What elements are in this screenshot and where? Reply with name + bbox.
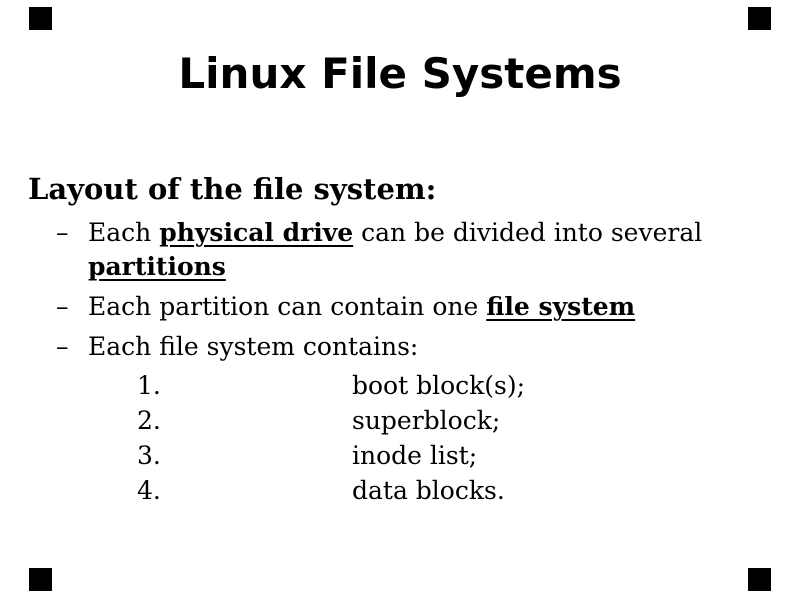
bullet-text: Each partition can contain one file syst… [88, 290, 736, 324]
bullet-item-physical-drive: – Each physical drive can be divided int… [56, 216, 736, 284]
bullet-text: Each physical drive can be divided into … [88, 216, 736, 284]
list-item-number: 4. [137, 476, 161, 505]
emphasized-term: physical drive [159, 218, 354, 247]
list-item: 1. boot block(s); [137, 368, 525, 403]
numbered-list: 1. boot block(s); 2. superblock; 3. inod… [137, 368, 525, 508]
bullet-text-run: Each file system contains: [88, 332, 419, 361]
corner-marker-top-left [29, 7, 52, 30]
bullet-text: Each file system contains: [88, 330, 736, 364]
list-item: 4. data blocks. [137, 473, 525, 508]
list-item: 2. superblock; [137, 403, 525, 438]
list-item: 3. inode list; [137, 438, 525, 473]
list-item-text: boot block(s); [352, 371, 526, 400]
list-item-number: 2. [137, 406, 161, 435]
list-item-number: 1. [137, 371, 161, 400]
slide-title: Linux File Systems [178, 49, 622, 98]
section-heading: Layout of the file system: [28, 172, 437, 206]
list-item-text: data blocks. [352, 476, 505, 505]
list-item-text: superblock; [352, 406, 501, 435]
bullet-text-run: can be divided into several [353, 218, 703, 247]
bullet-item-partition: – Each partition can contain one file sy… [56, 290, 736, 324]
corner-marker-top-right [748, 7, 771, 30]
bullet-dash: – [56, 292, 69, 321]
corner-marker-bottom-left [29, 568, 52, 591]
bullet-list: – Each physical drive can be divided int… [56, 216, 736, 370]
list-item-number: 3. [137, 441, 161, 470]
corner-marker-bottom-right [748, 568, 771, 591]
bullet-text-run: Each partition can contain one [88, 292, 487, 321]
bullet-text-run: Each [88, 218, 160, 247]
bullet-item-contains: – Each file system contains: [56, 330, 736, 364]
emphasized-term: partitions [88, 252, 226, 281]
bullet-dash: – [56, 332, 69, 361]
emphasized-term: file system [486, 292, 636, 321]
list-item-text: inode list; [352, 441, 478, 470]
bullet-dash: – [56, 218, 69, 247]
